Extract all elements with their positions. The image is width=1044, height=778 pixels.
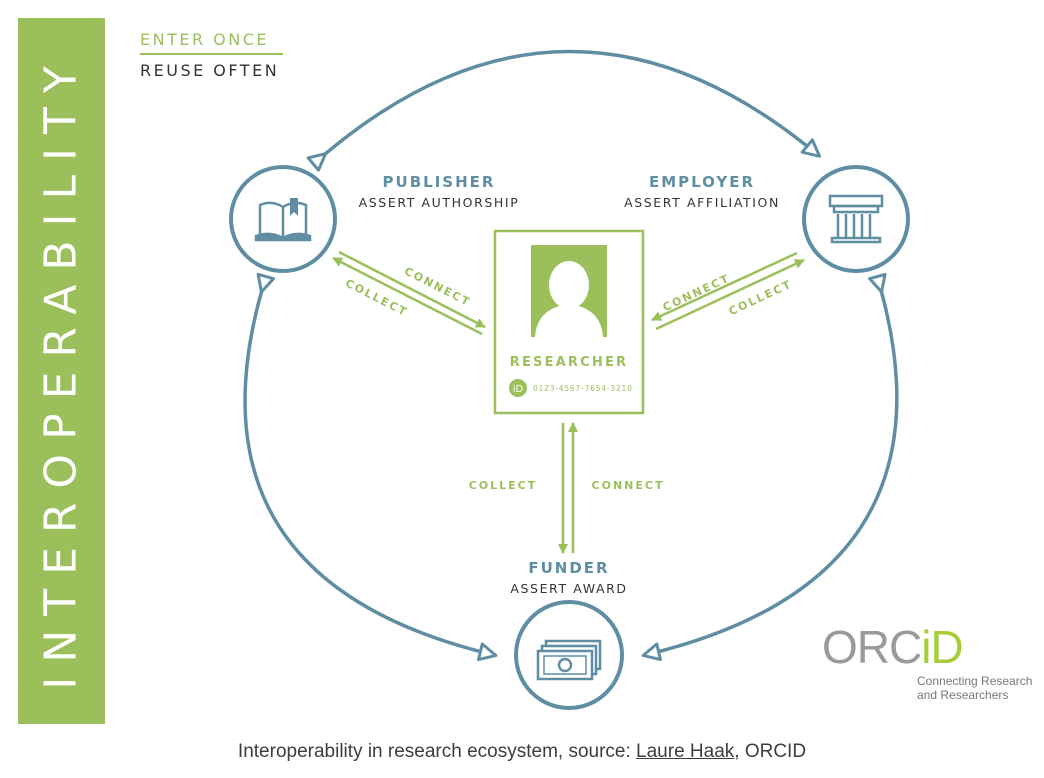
tagline-enter-once: ENTER ONCE (140, 30, 269, 49)
funder-connect-label: CONNECT (592, 479, 665, 492)
connect-collect-arrows (332, 250, 805, 554)
person-icon (531, 245, 607, 337)
employer-connect-label: CONNECT (661, 272, 733, 315)
arrow-employer-connect (651, 251, 798, 322)
interoperability-diagram: INTEROPERABILITY ENTER ONCE REUSE OFTEN … (18, 18, 1032, 724)
publisher-title: PUBLISHER (383, 173, 496, 191)
employer-node: EMPLOYER ASSERT AFFILIATION (624, 165, 910, 273)
caption-prefix: Interoperability in research ecosystem, … (237, 741, 637, 762)
caption-author-link[interactable]: Laure Haak (636, 741, 735, 762)
arrow-publisher-connect (338, 250, 486, 329)
building-icon (828, 194, 884, 244)
researcher-title: RESEARCHER (510, 355, 629, 370)
funder-subtitle: ASSERT AWARD (510, 581, 627, 596)
side-banner: INTEROPERABILITY (18, 18, 105, 724)
orcid-id-badge-text: iD (513, 384, 524, 395)
money-icon (536, 639, 602, 681)
researcher-card: RESEARCHER iD 0123-4567-7654-3210 (493, 229, 645, 415)
cycle-arrows (243, 49, 899, 662)
researcher-orcid-id: 0123-4567-7654-3210 (533, 384, 633, 393)
arrow-employer-collect (655, 258, 805, 331)
tagline-reuse-often: REUSE OFTEN (140, 61, 279, 80)
orcid-wordmark-right: iD (921, 621, 962, 673)
arrow-publisher-employer (306, 49, 822, 172)
funder-node: FUNDER ASSERT AWARD (510, 559, 627, 710)
publisher-subtitle: ASSERT AUTHORSHIP (359, 195, 520, 210)
arrow-publisher-collect (332, 256, 483, 336)
svg-text:ORCiD: ORCiD (822, 621, 963, 673)
employer-title: EMPLOYER (649, 173, 755, 191)
orcid-logo: ORCiD Connecting Research and Researcher… (822, 621, 1032, 702)
caption-suffix: , ORCID (734, 741, 807, 762)
funder-collect-label: COLLECT (469, 479, 538, 492)
orcid-tagline-line1: Connecting Research (917, 674, 1032, 688)
employer-subtitle: ASSERT AFFILIATION (624, 195, 780, 210)
book-icon (254, 198, 312, 242)
side-banner-text: INTEROPERABILITY (36, 52, 87, 689)
tagline: ENTER ONCE REUSE OFTEN (140, 30, 283, 80)
orcid-tagline-line2: and Researchers (917, 688, 1008, 702)
publisher-node: PUBLISHER ASSERT AUTHORSHIP (229, 165, 520, 273)
figure-caption: Interoperability in research ecosystem, … (0, 741, 1044, 763)
arrow-publisher-funder (243, 272, 498, 662)
orcid-wordmark-left: ORC (822, 621, 921, 673)
employer-collect-label: COLLECT (727, 277, 795, 318)
funder-title: FUNDER (528, 559, 609, 577)
arrow-employer-funder (641, 272, 899, 662)
orcid-id-badge (509, 379, 527, 397)
